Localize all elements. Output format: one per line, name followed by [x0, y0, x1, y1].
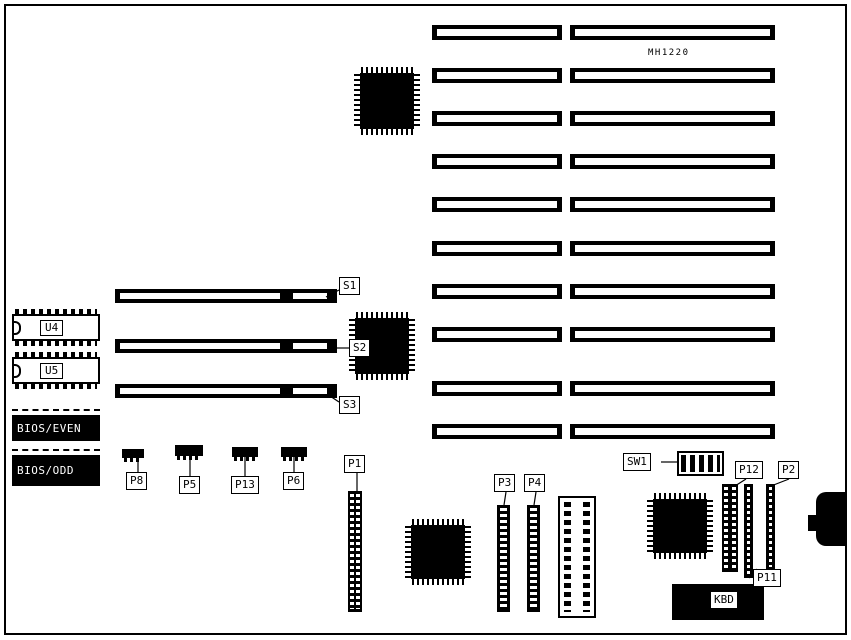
expansion-slot — [432, 68, 562, 83]
dip-switch-sw1 — [677, 451, 724, 476]
chip-notch-icon — [14, 320, 21, 335]
callout-p13: P13 — [231, 476, 259, 494]
pin-header-p3 — [497, 505, 510, 612]
keyboard-din-connector — [816, 492, 847, 546]
chip-notch-icon — [14, 363, 21, 378]
expansion-slot — [432, 241, 562, 256]
qfp-chip — [354, 67, 420, 135]
diagram-border — [4, 4, 847, 635]
callout-p6: P6 — [283, 472, 305, 490]
expansion-slot — [432, 111, 562, 126]
socket-bar-s1 — [115, 289, 337, 303]
callout-p4: P4 — [524, 474, 546, 492]
bios-odd-label: BIOS/ODD — [12, 455, 100, 486]
expansion-slot — [570, 424, 775, 439]
chip-pins — [15, 383, 97, 389]
callout-s3: S3 — [339, 396, 361, 414]
chip-pins — [15, 340, 97, 346]
callout-kbd: KBD — [710, 591, 738, 609]
chip-pins — [15, 352, 97, 358]
dip-chip-u5: U5 — [12, 352, 100, 389]
callout-sw1: SW1 — [623, 453, 651, 471]
expansion-slot — [570, 111, 775, 126]
pin-header-p2 — [766, 484, 775, 570]
expansion-slot — [570, 381, 775, 396]
qfp-chip — [405, 519, 471, 585]
dip-switch-bars — [681, 455, 720, 472]
pin-header-p1 — [348, 491, 362, 612]
expansion-slot — [570, 284, 775, 299]
expansion-slot — [432, 327, 562, 342]
expansion-slot — [432, 424, 562, 439]
expansion-slot — [570, 68, 775, 83]
model-number: MH1220 — [648, 48, 690, 58]
expansion-slot — [570, 25, 775, 40]
callout-s2: S2 — [349, 339, 371, 357]
callout-p1: P1 — [344, 455, 366, 473]
expansion-slot — [432, 197, 562, 212]
dashed-edge — [12, 409, 100, 411]
din-connector-tab — [808, 515, 818, 531]
expansion-slot — [432, 381, 562, 396]
chip-label-u5: U5 — [40, 362, 64, 379]
callout-p8: P8 — [126, 472, 148, 490]
bios-even-label: BIOS/EVEN — [12, 415, 100, 441]
connector-p13 — [232, 447, 258, 461]
connector-p5 — [175, 445, 203, 460]
callout-p5: P5 — [179, 476, 201, 494]
callout-s1: S1 — [339, 277, 361, 295]
bios-odd-chip: BIOS/ODD — [12, 449, 100, 486]
pin-header-p12 — [722, 484, 738, 572]
callout-p2: P2 — [778, 461, 800, 479]
connector-p8 — [122, 449, 144, 462]
expansion-slot — [570, 327, 775, 342]
chip-label-u4: U4 — [40, 319, 64, 336]
expansion-slot — [432, 25, 562, 40]
expansion-slot — [570, 241, 775, 256]
expansion-slot — [570, 154, 775, 169]
socket-bar-s2 — [115, 339, 337, 353]
qfp-chip — [647, 493, 713, 559]
pin-header-p11 — [744, 484, 753, 578]
dip-socket — [558, 496, 596, 618]
expansion-slot — [570, 197, 775, 212]
callout-p12: P12 — [735, 461, 763, 479]
socket-bar-s3 — [115, 384, 337, 398]
expansion-slot — [432, 284, 562, 299]
dip-chip-u4: U4 — [12, 309, 100, 346]
bios-even-chip: BIOS/EVEN — [12, 409, 100, 441]
connector-p6 — [281, 447, 307, 461]
expansion-slot — [432, 154, 562, 169]
callout-p11: P11 — [753, 569, 781, 587]
chip-pins — [15, 309, 97, 315]
callout-p3: P3 — [494, 474, 516, 492]
dashed-edge — [12, 449, 100, 451]
pin-header-p4 — [527, 505, 540, 612]
